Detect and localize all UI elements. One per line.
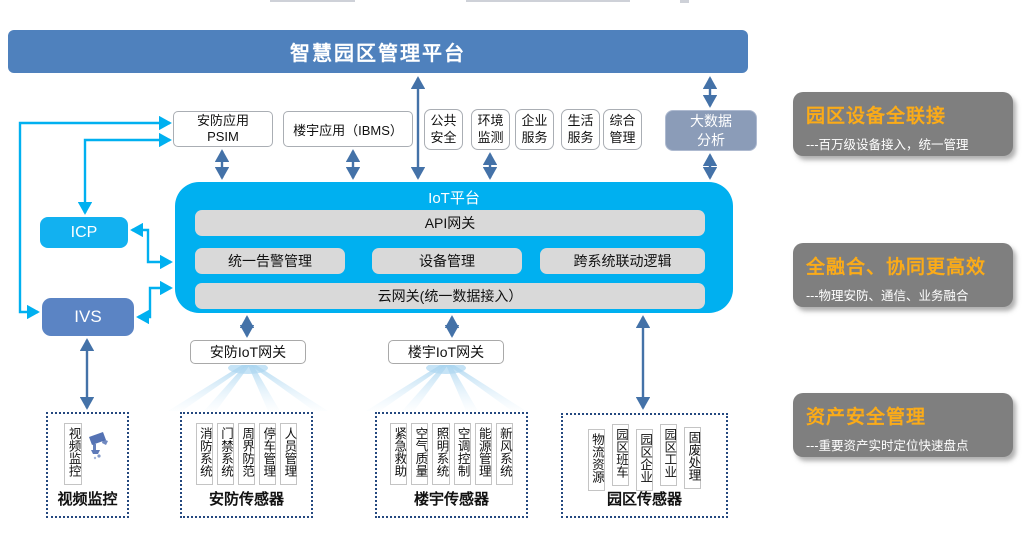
cloud-gateway-label: 云网关(统一数据接入） <box>377 288 523 304</box>
connector-psim-icp <box>77 132 172 215</box>
fan-glow-decoration <box>168 365 328 411</box>
sensor-item: 视频监控 <box>64 423 82 485</box>
cctv-camera-icon <box>88 432 108 460</box>
cropped-edge-artifact <box>466 0 630 2</box>
highlight-desc: ---百万级设备接入，统一管理 <box>806 138 969 152</box>
app-node-life-services: 生活 服务 <box>561 109 600 150</box>
highlight-panel-device-connect: 园区设备全联接 ---百万级设备接入，统一管理 <box>793 92 1013 156</box>
iot-module-device-mgmt: 设备管理 <box>372 248 522 274</box>
highlight-panel-convergence: 全融合、协同更高效 ---物理安防、通信、业务融合 <box>793 243 1013 307</box>
highlight-desc: ---物理安防、通信、业务融合 <box>806 289 969 303</box>
iot-module-alarm-mgmt: 统一告警管理 <box>195 248 345 274</box>
platform-title-banner: 智慧园区管理平台 <box>8 30 748 73</box>
iot-api-gateway: API网关 <box>195 210 705 236</box>
highlight-title: 园区设备全联接 <box>806 106 947 127</box>
highlight-title: 全融合、协同更高效 <box>806 257 987 278</box>
iot-cloud-gateway: 云网关(统一数据接入） <box>195 283 705 309</box>
sensor-group-security: 消防系统 门禁系统 周界防范 停车管理 人员管理 安防传感器 <box>180 412 313 518</box>
app-node-psim: 安防应用 PSIM <box>173 111 273 147</box>
app-node-ibms: 楼宇应用（IBMS） <box>283 111 413 147</box>
sensor-item: 周界防范 <box>237 423 256 485</box>
module-label: 统一告警管理 <box>228 253 312 269</box>
module-label: 跨系统联动逻辑 <box>573 253 672 269</box>
app-node-bigdata-analysis: 大数据 分析 <box>665 110 757 151</box>
highlight-title: 资产安全管理 <box>806 407 927 428</box>
gateway-label: 楼宇IoT网关 <box>407 344 485 360</box>
sensor-item: 园区企业 <box>635 429 654 491</box>
sensor-item: 能源管理 <box>474 423 492 485</box>
app-label: 生活 服务 <box>567 112 594 145</box>
icp-label: ICP <box>70 223 98 241</box>
app-node-public-safety: 公共 安全 <box>424 109 463 150</box>
fan-glow-decoration <box>366 365 526 411</box>
gateway-security-iot: 安防IoT网关 <box>190 340 306 364</box>
app-node-integrated-mgmt: 综合 管理 <box>603 109 642 150</box>
sensor-item: 照明系统 <box>432 423 450 485</box>
cropped-edge-artifact <box>680 0 689 3</box>
api-gateway-label: API网关 <box>424 215 476 231</box>
gateway-label: 安防IoT网关 <box>209 344 287 360</box>
sensor-item: 新风系统 <box>495 423 513 485</box>
sensor-group-park: 物流资源 园区班车 园区企业 园区工业 固废处理 园区传感器 <box>561 413 728 518</box>
node-icp: ICP <box>40 217 128 248</box>
sensor-item: 空气质量 <box>411 423 429 485</box>
gateway-building-iot: 楼宇IoT网关 <box>388 340 504 364</box>
sensor-group-label: 园区传感器 <box>606 491 682 508</box>
module-label: 设备管理 <box>419 253 475 269</box>
bigdata-label: 大数据 分析 <box>690 113 732 148</box>
app-node-enterprise-services: 企业 服务 <box>515 109 554 150</box>
sensor-group-label: 楼宇传感器 <box>413 491 489 508</box>
psim-label: 安防应用 PSIM <box>196 112 249 144</box>
sensor-group-label: 视频监控 <box>57 491 118 508</box>
iot-platform-container: IoT平台 API网关 统一告警管理 设备管理 跨系统联动逻辑 云网关(统一数据… <box>175 182 733 313</box>
app-label: 企业 服务 <box>521 112 548 145</box>
app-label: 综合 管理 <box>609 112 636 145</box>
connector-icp-iot <box>130 222 173 270</box>
sensor-item: 固废处理 <box>684 427 702 489</box>
ibms-label: 楼宇应用（IBMS） <box>293 122 403 138</box>
sensor-item: 空调控制 <box>453 423 471 485</box>
sensor-group-video: 视频监控 视频监控 <box>46 412 129 518</box>
cropped-edge-artifact <box>270 0 355 2</box>
sensor-item: 园区工业 <box>660 424 678 486</box>
sensor-item: 消防系统 <box>195 423 213 485</box>
app-label: 公共 安全 <box>430 112 457 145</box>
sensor-item: 物流资源 <box>587 429 605 491</box>
app-node-env-monitoring: 环境 监测 <box>471 109 510 150</box>
sensor-item: 人员管理 <box>280 423 298 485</box>
sensor-item: 停车管理 <box>259 423 277 485</box>
highlight-desc: ---重要资产实时定位快速盘点 <box>806 439 969 453</box>
sensor-group-building: 紧急救助 空气质量 照明系统 空调控制 能源管理 新风系统 楼宇传感器 <box>375 412 528 518</box>
app-label: 环境 监测 <box>477 112 504 145</box>
iot-platform-title: IoT平台 <box>428 190 480 207</box>
sensor-item: 紧急救助 <box>390 423 408 485</box>
iot-module-cross-system-logic: 跨系统联动逻辑 <box>540 248 705 274</box>
node-ivs: IVS <box>42 298 134 336</box>
platform-title: 智慧园区管理平台 <box>290 43 466 65</box>
ivs-label: IVS <box>74 307 102 326</box>
sensor-item: 园区班车 <box>611 424 629 486</box>
sensor-group-label: 安防传感器 <box>208 491 284 508</box>
highlight-panel-asset-safety: 资产安全管理 ---重要资产实时定位快速盘点 <box>793 393 1013 457</box>
sensor-item: 门禁系统 <box>216 423 234 485</box>
connector-iot-ivs <box>136 280 173 325</box>
